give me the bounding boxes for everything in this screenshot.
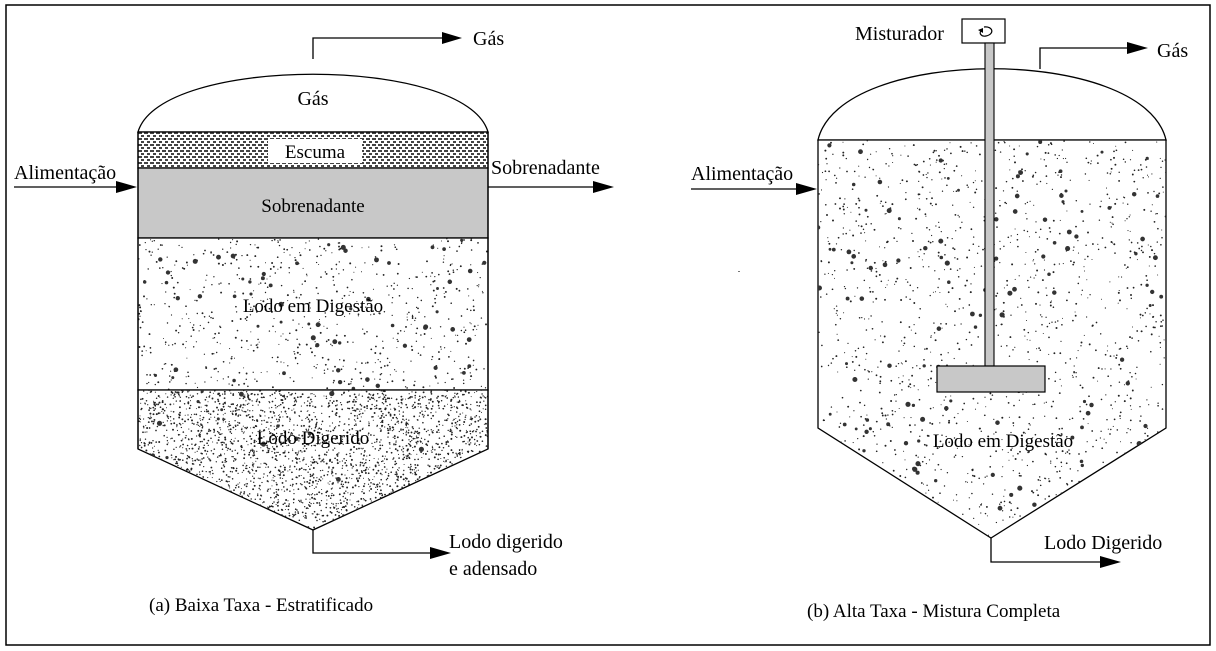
gas-out-label-a: Gás	[473, 28, 504, 50]
outlet-pipe-a	[312, 530, 432, 554]
supernatant-zone-label: Sobrenadante	[261, 196, 364, 217]
scum-label-bg	[268, 139, 362, 163]
mixer-motor-box	[961, 18, 1006, 44]
outlet-arrow-a	[430, 547, 451, 559]
outlet-label-a-line2: e adensado	[449, 558, 537, 580]
digesting-label-a: Lodo em Digestão	[243, 296, 383, 317]
outlet-label-a-line1: Lodo digerido	[449, 531, 563, 553]
outlet-arrow-b	[1100, 556, 1121, 568]
supernatant-out-label: Sobrenadante	[491, 157, 600, 179]
digesting-label-b: Lodo em Digestão	[933, 431, 1073, 452]
digested-label-a: Lodo Digerido	[257, 428, 369, 449]
mixer-shaft	[984, 42, 995, 367]
gas-pipe-a	[312, 37, 442, 59]
caption-b: (b) Alta Taxa - Mistura Completa	[807, 601, 1061, 622]
feed-label-b: Alimentação	[691, 163, 793, 185]
supernatant-out-arrow	[593, 181, 614, 193]
rotation-arrowhead-icon	[978, 28, 983, 33]
gas-zone-label: Gás	[297, 88, 328, 110]
gas-dome-a	[137, 73, 489, 133]
mixer-label: Misturador	[855, 23, 944, 45]
digester-b: Misturador Gás Alimentação Lodo em Diges…	[691, 18, 1188, 622]
scum-label: Escuma	[285, 142, 346, 163]
outlet-label-b: Lodo Digerido	[1044, 532, 1162, 554]
outer-frame	[5, 4, 1211, 646]
feed-label-a: Alimentação	[14, 162, 116, 184]
gas-arrow-b	[1127, 42, 1148, 54]
gas-out-label-b: Gás	[1157, 40, 1188, 62]
feed-arrow-b	[796, 183, 817, 195]
caption-a: (a) Baixa Taxa - Estratificado	[149, 595, 373, 616]
gas-arrow-a	[442, 32, 462, 44]
supernatant-layer	[137, 167, 489, 239]
digester-a: Gás Gás Escuma Sobrenadante Alimentação …	[14, 28, 614, 616]
gas-pipe-b	[1039, 47, 1129, 69]
mixer-impeller	[936, 365, 1046, 393]
feed-arrow-a	[116, 181, 137, 193]
rotation-icon	[979, 26, 993, 37]
outlet-pipe-b	[990, 538, 1102, 563]
